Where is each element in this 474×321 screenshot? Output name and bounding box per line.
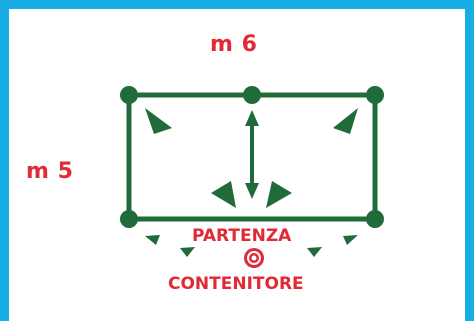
node-top-middle [243, 86, 261, 104]
lower-marker-3 [307, 247, 322, 257]
direction-marker-top-left [145, 108, 172, 134]
start-label: PARTENZA [192, 226, 292, 246]
node-bottom-left [120, 210, 138, 228]
arrow-up-icon [245, 110, 259, 126]
height-label: m 5 [26, 159, 74, 184]
lower-marker-2 [180, 247, 195, 257]
direction-marker-bottom-left [211, 181, 236, 208]
direction-marker-top-right [333, 108, 358, 134]
arrow-down-icon [245, 183, 259, 199]
node-top-right [366, 86, 384, 104]
node-top-left [120, 86, 138, 104]
lower-marker-4 [343, 235, 358, 245]
direction-marker-bottom-right [266, 181, 292, 208]
lower-marker-1 [145, 235, 160, 245]
node-bottom-right [366, 210, 384, 228]
container-label: CONTENITORE [168, 274, 304, 294]
target-icon [244, 248, 264, 268]
width-label: m 6 [210, 32, 258, 57]
